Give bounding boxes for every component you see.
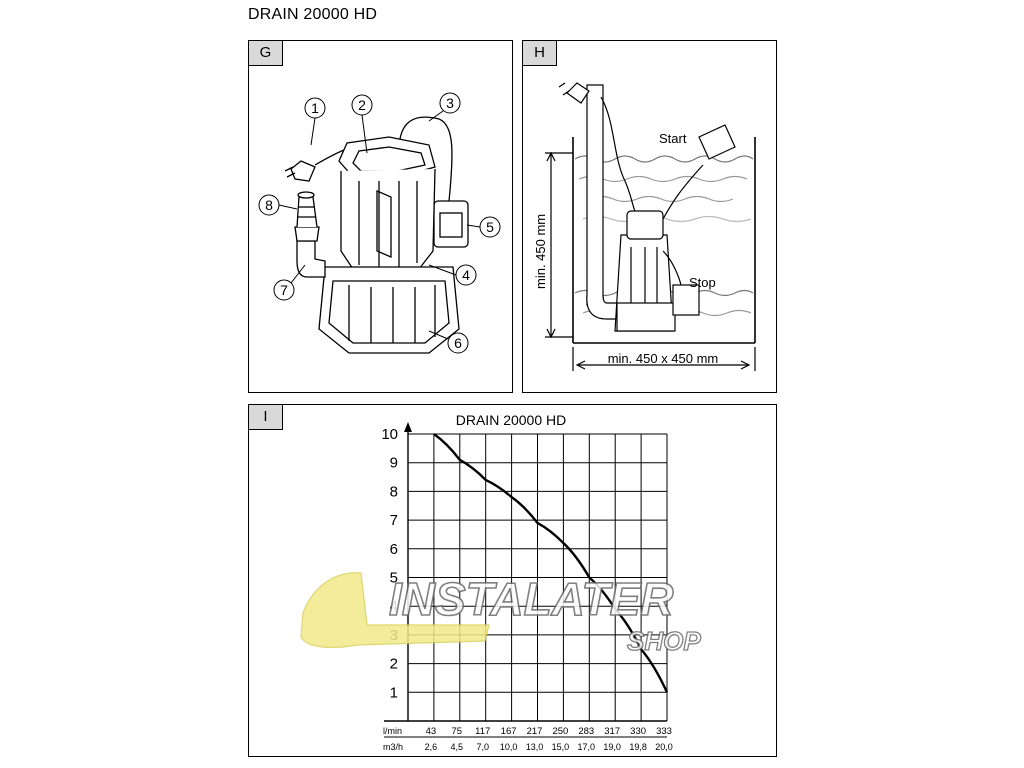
x-tick-label-lmin: 117 (475, 726, 490, 737)
x-tick-label-m3h: 19,8 (629, 742, 647, 752)
floor-dimension-label: min. 450 x 450 mm (608, 351, 719, 366)
x-tick-label-m3h: 4,5 (451, 742, 464, 752)
x-tick-label-lmin: 167 (501, 726, 517, 737)
x-tick-label-lmin: 283 (578, 726, 594, 737)
svg-text:5: 5 (486, 219, 494, 235)
panel-i-tag: I (249, 405, 283, 430)
x-tick-label-m3h: 2,6 (425, 742, 438, 752)
svg-text:1: 1 (311, 100, 319, 116)
x-tick-label-lmin: 317 (604, 726, 620, 737)
x-tick-label-m3h: 13,0 (526, 742, 544, 752)
panel-i-performance-chart: I DRAIN 20000 HD 12345678910 l/minm3/h43… (248, 404, 777, 757)
y-tick-label: 1 (390, 684, 398, 701)
chart-title: DRAIN 20000 HD (456, 412, 567, 428)
y-tick-label: 9 (390, 455, 398, 472)
x-tick-label-m3h: 10,0 (500, 742, 518, 752)
watermark-text-main: INSTALATER (389, 573, 674, 625)
watermark-text-sub: SHOP (627, 626, 701, 656)
y-axis-arrow (404, 422, 412, 432)
x-tick-label-lmin: 43 (426, 726, 437, 737)
y-tick-label: 5 (390, 570, 398, 587)
x-tick-label-m3h: 17,0 (578, 742, 596, 752)
callout-7: 7 (273, 264, 306, 301)
svg-text:7: 7 (280, 282, 288, 298)
callout-3: 3 (428, 92, 461, 122)
x-tick-label-m3h: 15,0 (552, 742, 570, 752)
x-tick-label-lmin: 250 (552, 726, 568, 737)
x-tick-label-m3h: 7,0 (476, 742, 489, 752)
y-tick-label: 8 (390, 483, 398, 500)
callout-4: 4 (428, 264, 477, 286)
x-tick-label-m3h: 20,0 (655, 742, 673, 752)
panel-g-pump-parts: G (248, 40, 513, 393)
start-label: Start (659, 131, 687, 146)
x-tick-label-m3h: 19,0 (603, 742, 621, 752)
y-tick-label: 10 (381, 426, 398, 443)
watermark-logo: INSTALATER SHOP (300, 572, 702, 657)
y-tick-label: 2 (390, 656, 398, 673)
height-dimension-label: min. 450 mm (533, 214, 548, 289)
x-tick-label-lmin: 330 (630, 726, 646, 737)
svg-text:4: 4 (462, 267, 470, 283)
performance-chart: DRAIN 20000 HD 12345678910 l/minm3/h4375… (300, 412, 702, 752)
x-tick-label-lmin: 217 (527, 726, 543, 737)
y-tick-label: 6 (390, 541, 398, 558)
panel-h-tag: H (523, 41, 557, 66)
svg-text:8: 8 (265, 197, 273, 213)
document-title: DRAIN 20000 HD (248, 6, 378, 23)
x-tick-label-lmin: 75 (452, 726, 463, 737)
head-flow-curve (433, 433, 669, 693)
callout-2: 2 (351, 94, 373, 154)
panel-h-installation: H (522, 40, 777, 393)
callout-6: 6 (428, 330, 469, 354)
x-unit-m3h: m3/h (383, 742, 403, 752)
y-tick-label: 4 (390, 598, 398, 615)
callout-5: 5 (466, 216, 501, 238)
svg-text:2: 2 (358, 97, 366, 113)
callout-1: 1 (304, 97, 326, 146)
installation-diagram: Start Stop min. 450 mm min. 450 x 450 mm (533, 82, 756, 371)
callout-8: 8 (258, 194, 298, 216)
svg-text:6: 6 (454, 335, 462, 351)
x-tick-label-lmin: 333 (656, 726, 672, 737)
panel-g-tag: G (249, 41, 283, 66)
x-unit-lmin: l/min (383, 726, 402, 736)
svg-text:3: 3 (446, 95, 454, 111)
stop-label: Stop (689, 275, 716, 290)
y-tick-label: 7 (390, 512, 398, 529)
pump-parts-illustration: 1 2 3 4 5 (258, 92, 501, 354)
